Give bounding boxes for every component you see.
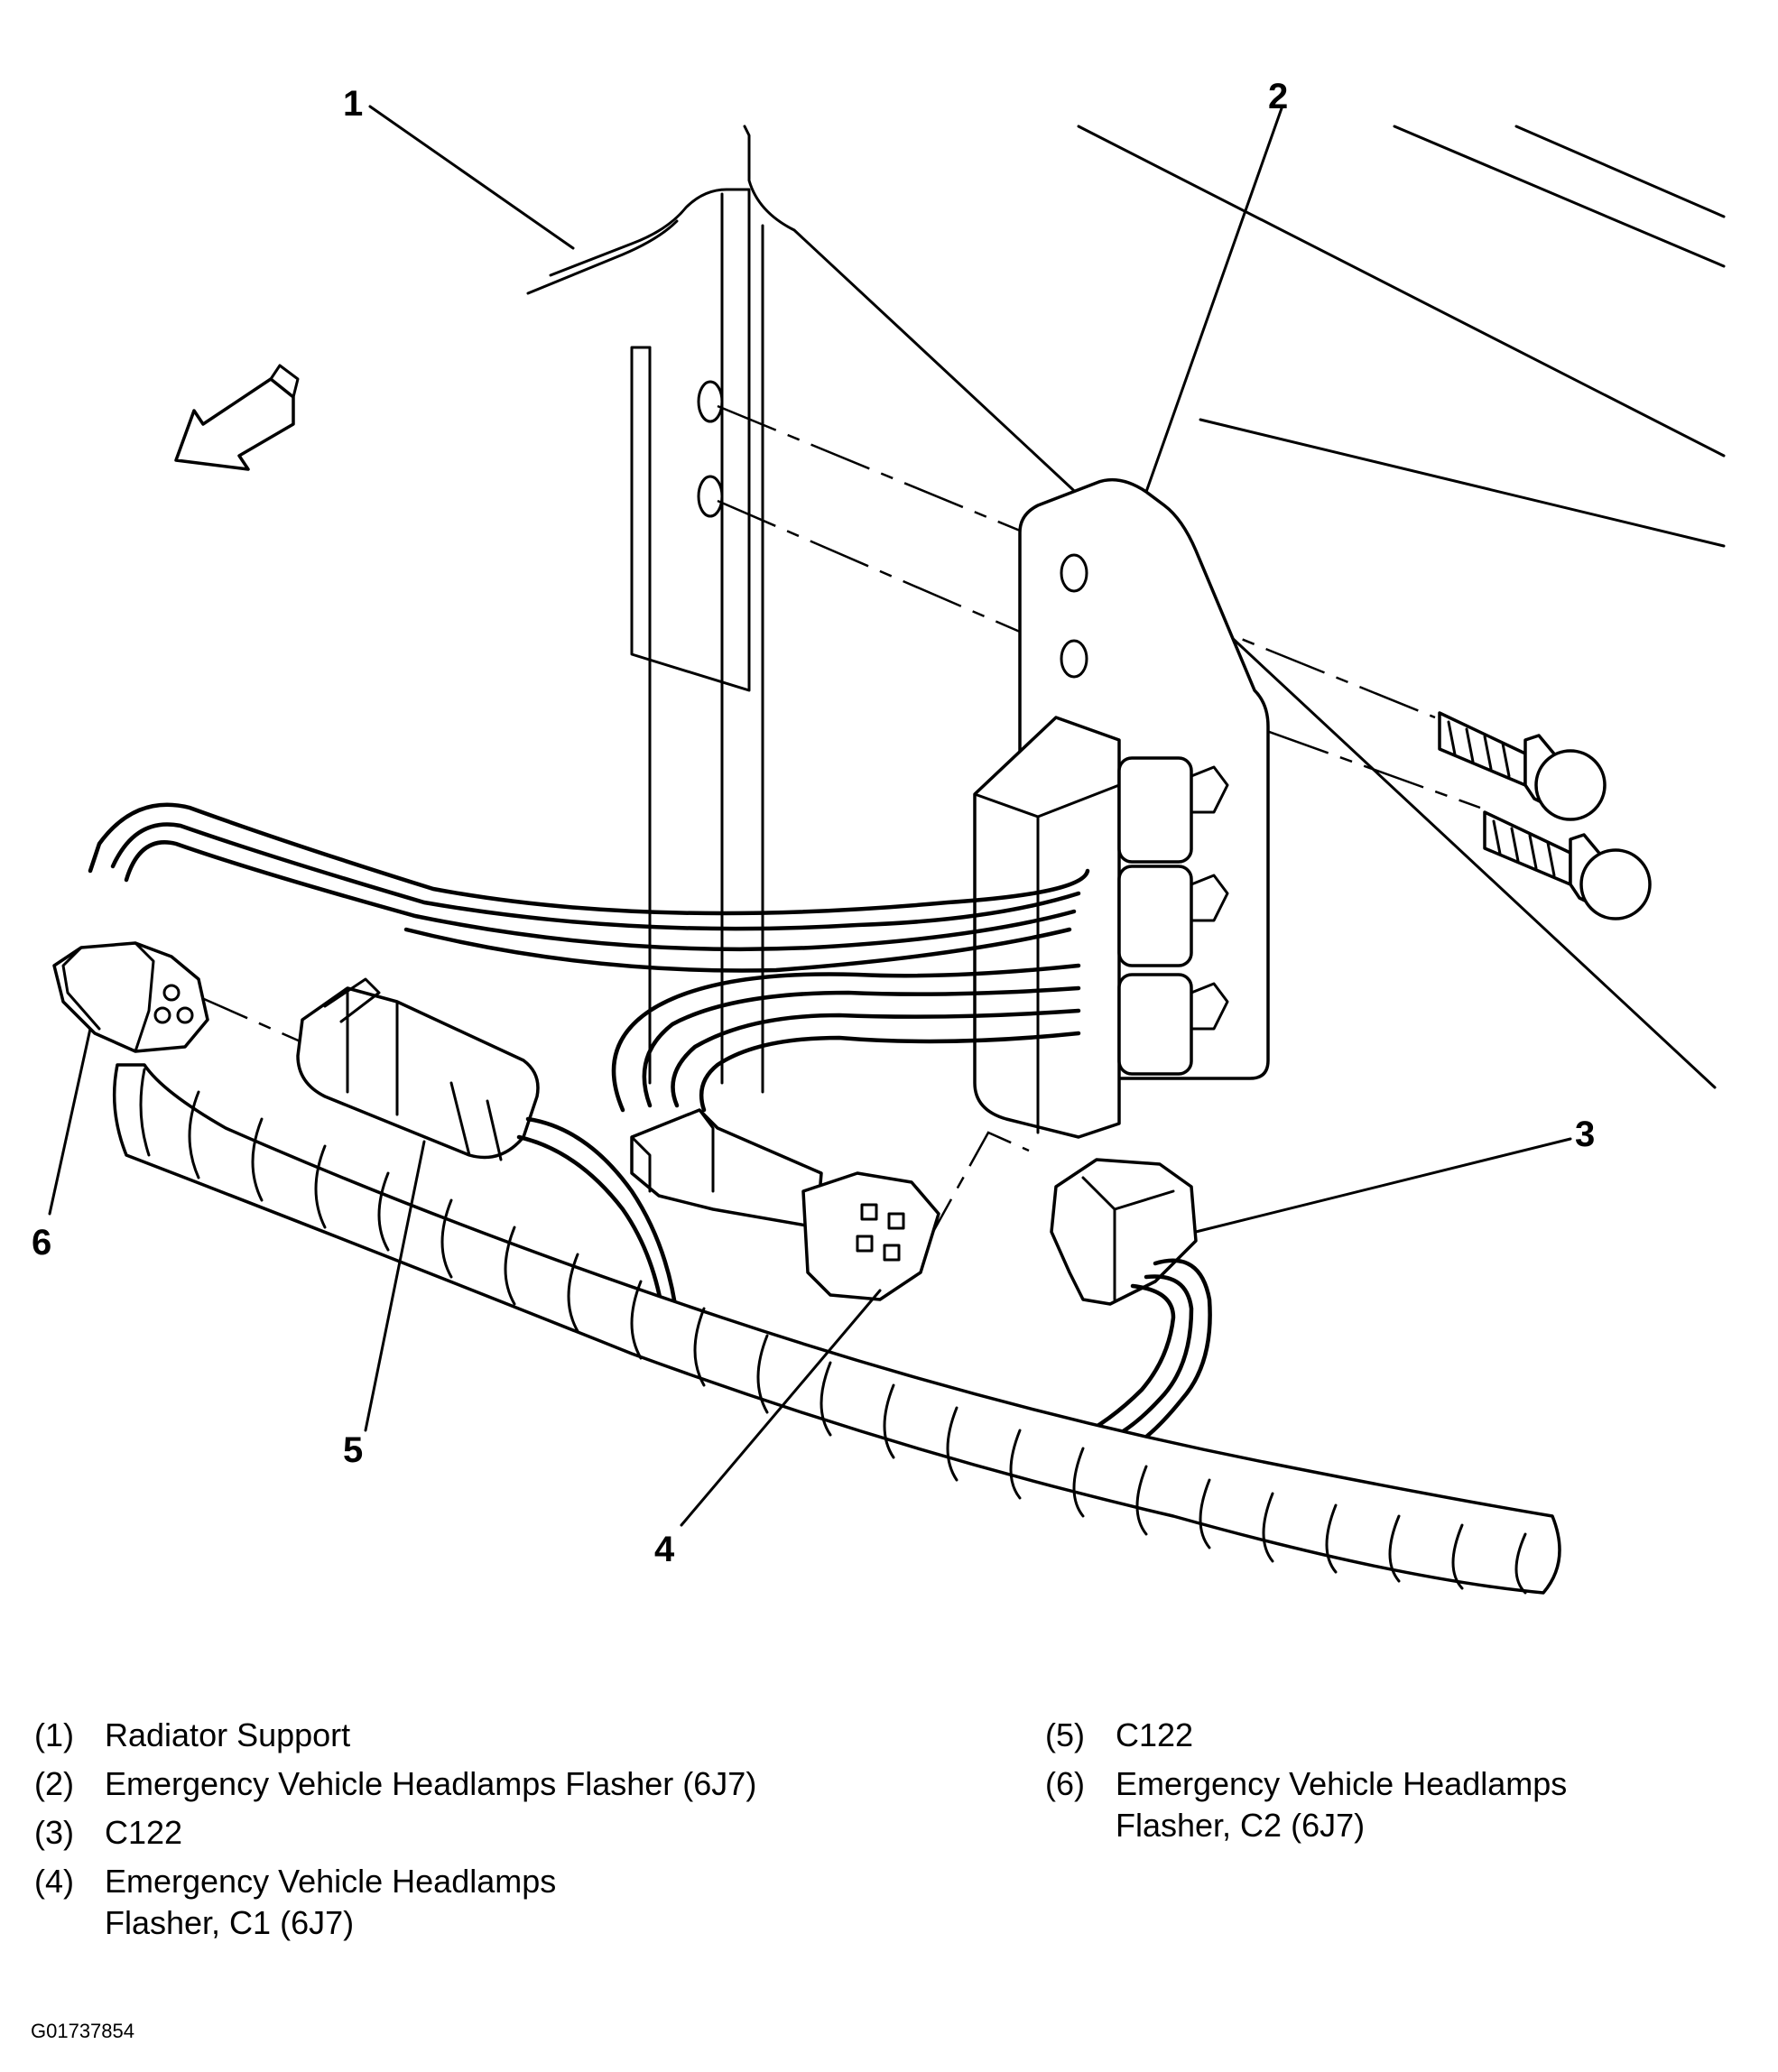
wire-harness-upper [88,802,1090,973]
hex-bolt-icon-2 [1483,810,1652,920]
callout-3: 3 [1575,1115,1595,1154]
legend-right-column: (5) C122 (6) Emergency Vehicle Headlamps… [1011,1715,1769,1854]
legend-number: (4) [34,1863,74,1900]
headlamps-flasher [973,477,1270,1139]
legend-label: Emergency Vehicle Headlamps Flasher (6J7… [105,1765,757,1802]
wire-harness-lower [611,963,1081,1113]
legend-number: (2) [34,1765,74,1802]
alignment-lines [189,404,1481,1255]
legend-label: C122 [105,1814,183,1851]
legend-left-column: (1) Radiator Support (2) Emergency Vehic… [0,1715,1011,1951]
legend-label: Radiator Support [105,1716,351,1753]
callout-1: 1 [343,84,363,124]
connector-c1 [630,1108,940,1301]
legend-item: (6) Emergency Vehicle Headlamps Flasher,… [1011,1763,1769,1846]
legend-item: (5) C122 [1011,1715,1769,1756]
legend-item: (2) Emergency Vehicle Headlamps Flasher … [0,1763,1011,1805]
conduit-harness [112,1063,1561,1595]
legend-item: (4) Emergency Vehicle Headlamps Flasher,… [0,1861,1011,1944]
legend-number: (6) [1045,1765,1085,1802]
callout-6: 6 [32,1223,51,1263]
forward-arrow-icon [174,364,300,471]
connector-c2 [52,941,209,1053]
callout-4: 4 [654,1530,675,1569]
figure-id: G01737854 [31,2020,134,2042]
leader-lines [48,105,1572,1527]
legend-label: C122 [1116,1716,1194,1753]
connector-c122-3 [1050,1158,1212,1456]
legend-item: (1) Radiator Support [0,1715,1011,1756]
legend-label: Emergency Vehicle Headlamps Flasher, C1 … [105,1863,557,1941]
callout-2: 2 [1268,77,1288,116]
legend-label: Emergency Vehicle Headlamps Flasher, C2 … [1116,1765,1568,1844]
legend: (1) Radiator Support (2) Emergency Vehic… [0,1715,1778,2012]
radiator-support [526,125,1726,1094]
legend-number: (5) [1045,1716,1085,1753]
callout-5: 5 [343,1430,363,1470]
legend-number: (3) [34,1814,74,1851]
connector-c122-5 [296,977,680,1320]
legend-item: (3) C122 [0,1812,1011,1854]
legend-number: (1) [34,1716,74,1753]
component-diagram: 1 2 3 4 5 6 [32,77,1726,1595]
hex-bolt-icon [1438,711,1607,821]
